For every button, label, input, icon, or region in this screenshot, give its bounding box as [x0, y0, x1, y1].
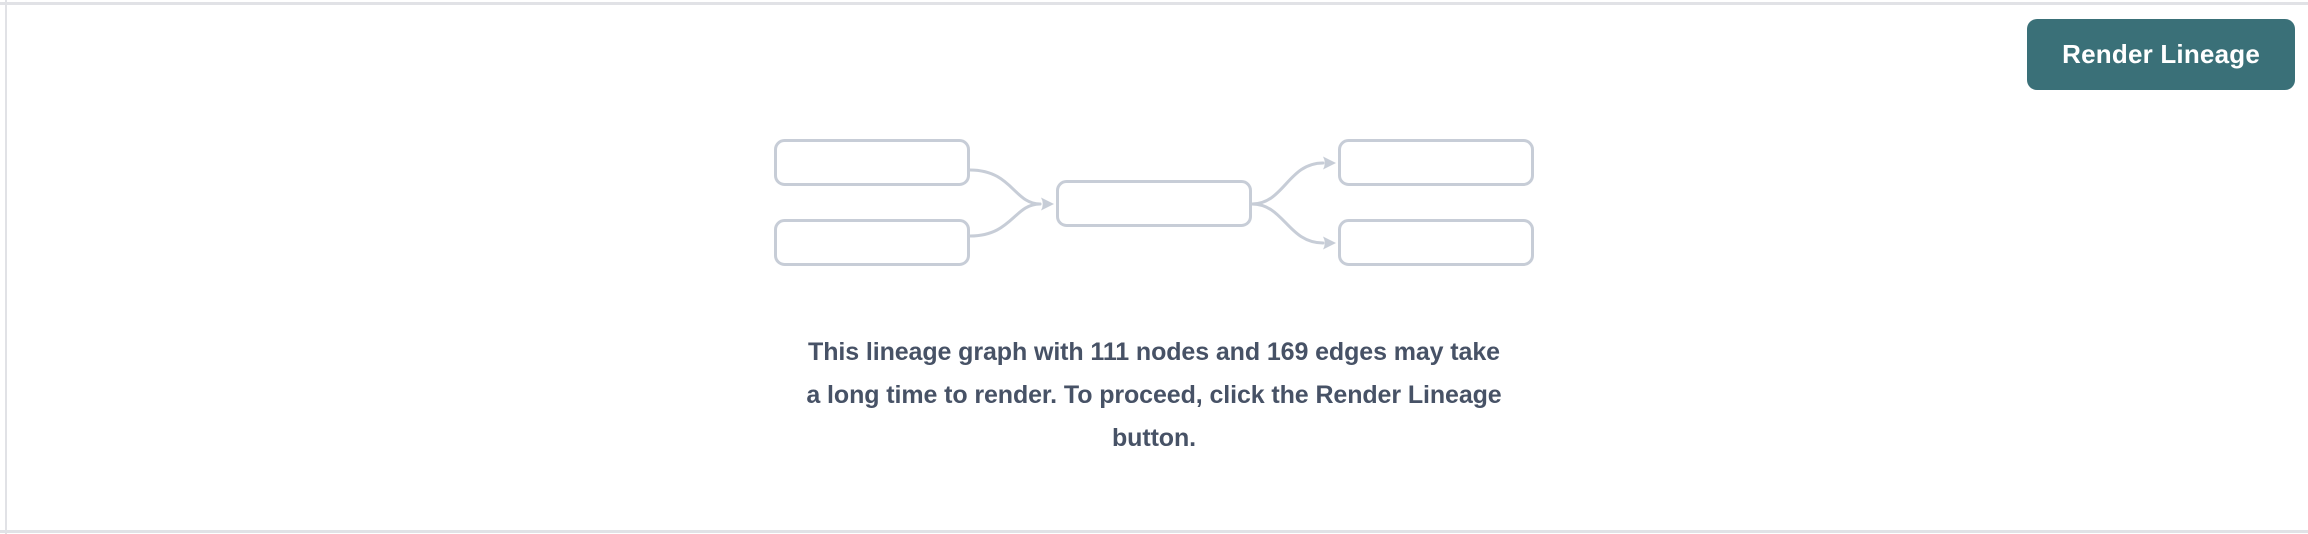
placeholder-node-middle	[1056, 180, 1252, 227]
placeholder-node-left-bottom	[774, 219, 970, 266]
edge-curve	[1250, 161, 1325, 206]
pane-top-divider	[0, 2, 2308, 5]
arrowhead-icon	[1323, 236, 1336, 250]
render-lineage-button[interactable]: Render Lineage	[2027, 19, 2295, 90]
pane-left-divider	[5, 0, 7, 534]
message-line: This lineage graph with 111 nodes and 16…	[808, 338, 1500, 366]
placeholder-node-right-top	[1338, 139, 1534, 186]
render-warning-message: This lineage graph with 111 nodes and 16…	[806, 331, 1501, 460]
edge-curve	[968, 202, 1042, 238]
message-line: button.	[1112, 424, 1196, 452]
edge-curve	[968, 168, 1042, 206]
arrowhead-icon	[1323, 156, 1336, 170]
edge-curve	[1250, 202, 1325, 245]
pane-bottom-divider	[0, 530, 2308, 533]
placeholder-node-left-top	[774, 139, 970, 186]
empty-state-content: This lineage graph with 111 nodes and 16…	[754, 139, 1554, 460]
message-line: a long time to render. To proceed, click…	[806, 381, 1502, 409]
lineage-graph-placeholder-icon	[774, 139, 1534, 266]
arrowhead-icon	[1041, 197, 1054, 211]
placeholder-node-right-bottom	[1338, 219, 1534, 266]
